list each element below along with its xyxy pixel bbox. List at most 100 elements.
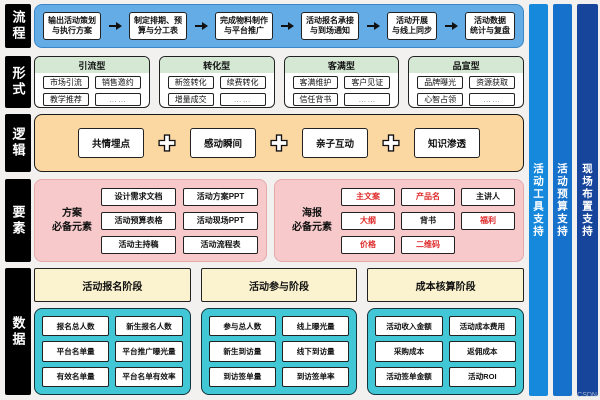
stage-metric: 活动ROI <box>448 366 517 387</box>
row-label-data: 数据 <box>5 268 31 395</box>
form-group-conversion: 转化型 新签转化 续费转化 增量成交 …… <box>158 56 275 108</box>
arrow-right-icon <box>444 22 458 30</box>
stage-metric: 新生报名人数 <box>115 316 183 337</box>
poster-title-line: 海报 <box>302 208 322 219</box>
arrow-right-icon <box>366 22 380 30</box>
plan-title-line: 方案 <box>62 208 82 219</box>
form-item-ellipsis: …… <box>344 93 391 106</box>
stage-metric: 线下到访量 <box>282 341 350 362</box>
data-row: 活动报名阶段 报名总人数 新生报名人数 平台名单量 平台推广曝光量 有效名单量 … <box>34 268 525 395</box>
arrow-right-icon <box>108 22 122 30</box>
stage-metric: 参与总人数 <box>208 316 276 337</box>
form-item: 品牌曝光 <box>417 76 464 89</box>
form-group-title: 客满型 <box>284 57 399 73</box>
form-group-branding: 品宣型 品牌曝光 资源获取 心智占领 …… <box>408 56 524 108</box>
process-step-text: 与线上同步 <box>392 26 432 35</box>
stage-metric: 新生到访量 <box>208 341 276 362</box>
plan-elements-panel: 方案 必备元素 设计需求文档 活动方案PPT 活动预算表格 活动现场PPT 活动… <box>34 179 267 262</box>
process-step-text: 与执行方案 <box>52 26 92 35</box>
process-step: 制定排期、预 算与分工表 <box>129 11 187 41</box>
sidebar-venue-setup-support: 现场布置支持 <box>577 4 598 396</box>
logic-item: 共情埋点 <box>77 128 144 158</box>
poster-item: 价格 <box>341 235 395 254</box>
process-step-text: 统计与复盘 <box>470 26 510 35</box>
stage-metric: 有效名单量 <box>42 366 110 387</box>
logic-item: 知识渗透 <box>414 128 481 158</box>
form-group-title: 转化型 <box>159 57 274 73</box>
process-step-text: 活动数据 <box>474 15 506 25</box>
plus-icon <box>157 133 177 153</box>
arrow-right-icon <box>280 22 294 30</box>
plan-item: 活动现场PPT <box>183 211 258 230</box>
process-step-text: 与平台推广 <box>224 26 264 35</box>
form-group-traffic: 引流型 市场引流 销售邀约 教学推荐 …… <box>34 56 150 108</box>
poster-item: 产品名 <box>401 187 455 206</box>
process-step-text: 活动开展 <box>396 15 428 25</box>
poster-item: 大纲 <box>341 211 395 230</box>
plus-icon <box>381 133 401 153</box>
process-step-text: 完成物料制作 <box>220 15 268 25</box>
stage-metric: 活动收入金额 <box>375 316 443 337</box>
plan-elements-title: 方案 必备元素 <box>43 207 101 234</box>
process-step: 活动开展 与线上同步 <box>387 11 437 41</box>
form-item-ellipsis: …… <box>219 93 266 106</box>
form-item: 续费转化 <box>219 76 266 89</box>
arrow-right-icon <box>194 22 208 30</box>
form-item: 客户见证 <box>344 76 391 89</box>
process-step-text: 与到场通知 <box>310 26 350 35</box>
row-label-process: 流程 <box>5 4 31 48</box>
stage-metric: 报名总人数 <box>42 316 110 337</box>
stage-title: 成本核算阶段 <box>367 268 525 302</box>
process-step: 输出活动策划 与执行方案 <box>43 11 101 41</box>
stage-signup: 活动报名阶段 报名总人数 新生报名人数 平台名单量 平台推广曝光量 有效名单量 … <box>34 268 191 395</box>
process-step: 完成物料制作 与平台推广 <box>215 11 273 41</box>
form-item-ellipsis: …… <box>94 93 141 106</box>
form-item: 信任背书 <box>292 93 339 106</box>
form-item: 资源获取 <box>469 76 515 89</box>
form-group-title: 引流型 <box>35 57 149 73</box>
poster-item: 背书 <box>401 211 455 230</box>
form-item: 增量成交 <box>167 93 214 106</box>
plan-item: 活动主持稿 <box>101 235 176 254</box>
poster-elements-title: 海报 必备元素 <box>283 207 341 234</box>
process-step-text: 算与分工表 <box>138 26 178 35</box>
form-group-title: 品宣型 <box>409 57 523 73</box>
poster-item: 主讲人 <box>461 187 515 206</box>
stage-title: 活动参与阶段 <box>200 268 358 302</box>
logic-item: 亲子互动 <box>302 128 369 158</box>
poster-item: 福利 <box>461 211 515 230</box>
plan-item: 活动方案PPT <box>183 187 258 206</box>
form-item: 客满维护 <box>292 76 339 89</box>
watermark: CSDN <box>577 392 597 399</box>
plus-icon <box>269 133 289 153</box>
stage-cost: 成本核算阶段 活动收入金额 活动成本费用 采购成本 返佣成本 活动签单金额 活动… <box>367 268 525 395</box>
form-item-ellipsis: …… <box>469 93 515 106</box>
plan-item: 活动预算表格 <box>101 211 176 230</box>
form-row: 引流型 市场引流 销售邀约 教学推荐 …… 转化型 新签转化 续费转化 增量成交… <box>34 56 524 108</box>
form-item: 销售邀约 <box>94 76 141 89</box>
row-label-form: 形式 <box>5 56 31 108</box>
sidebar-activity-tools-support: 活动工具支持 <box>529 4 548 396</box>
stage-metric: 平台推广曝光量 <box>115 341 183 362</box>
process-step-text: 活动报名承接 <box>306 15 354 25</box>
stage-metric: 到访签单率 <box>282 366 350 387</box>
plan-item: 活动流程表 <box>183 235 258 254</box>
form-item: 新签转化 <box>167 76 214 89</box>
stage-metric: 活动签单金额 <box>375 366 443 387</box>
form-item: 教学推荐 <box>43 93 89 106</box>
poster-title-line: 必备元素 <box>292 221 332 233</box>
stage-metric: 活动成本费用 <box>448 316 517 337</box>
row-label-elements: 要素 <box>5 179 31 262</box>
form-group-satisfaction: 客满型 客满维护 客户见证 信任背书 …… <box>283 56 400 108</box>
row-label-logic: 逻辑 <box>5 114 31 172</box>
process-row: 输出活动策划 与执行方案 制定排期、预 算与分工表 完成物料制作 与平台推广 活… <box>34 4 524 48</box>
form-item: 市场引流 <box>43 76 89 89</box>
poster-item: 主文案 <box>341 187 395 206</box>
plan-item: 设计需求文档 <box>101 187 176 206</box>
poster-elements-panel: 海报 必备元素 主文案 产品名 主讲人 大纲 背书 福利 价格 二维码 <box>274 179 524 262</box>
process-step: 活动数据 统计与复盘 <box>465 11 515 41</box>
process-step: 活动报名承接 与到场通知 <box>301 11 359 41</box>
stage-metric: 平台名单量 <box>42 341 110 362</box>
stage-metric: 到访签单量 <box>208 366 276 387</box>
poster-item: 二维码 <box>401 235 455 254</box>
